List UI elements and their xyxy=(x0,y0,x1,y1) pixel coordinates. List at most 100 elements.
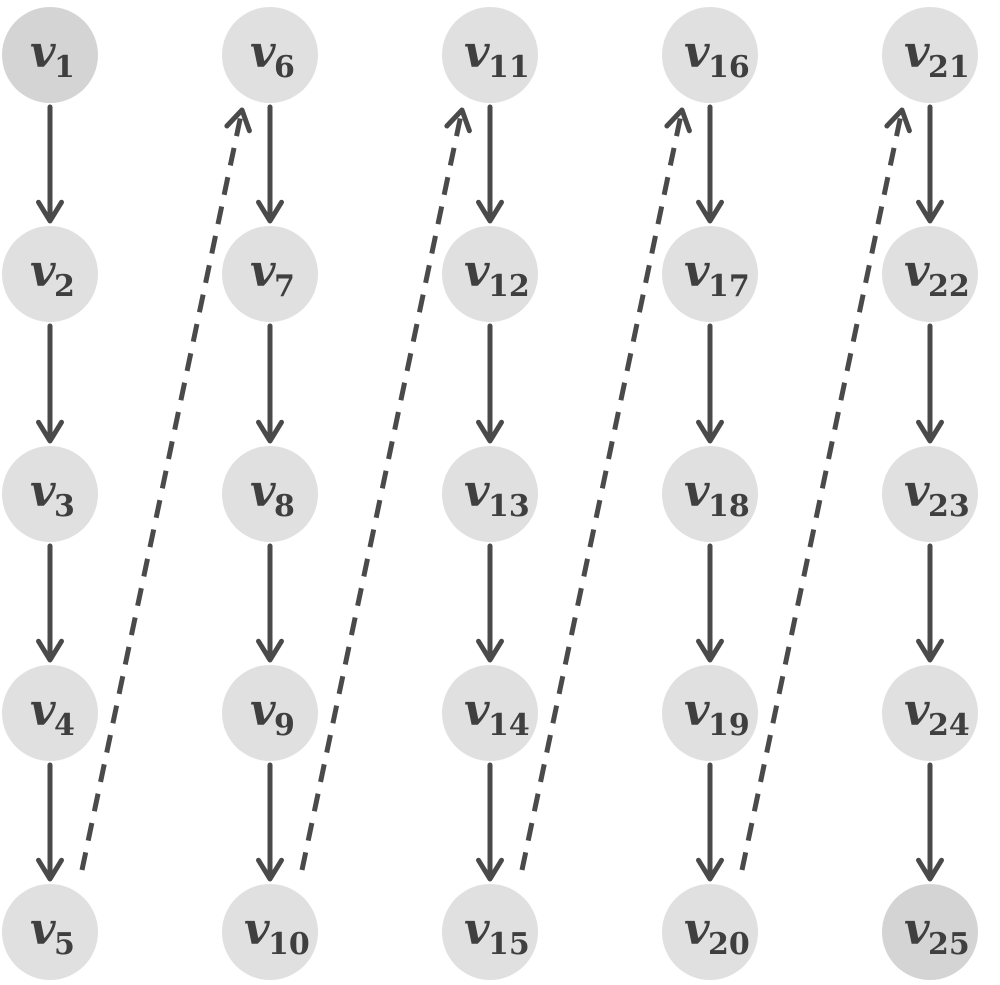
node-v24: v24 xyxy=(882,665,978,761)
node-label-subscript: 19 xyxy=(708,708,750,743)
node-circle xyxy=(882,884,978,980)
node-circle xyxy=(442,446,538,542)
edge-v5-v6-dashed xyxy=(79,107,252,871)
node-v6: v6 xyxy=(222,7,318,103)
node-label-letter: v xyxy=(904,27,930,78)
arrowhead-icon xyxy=(664,107,692,134)
edge-v18-v19 xyxy=(696,543,724,663)
arrowhead-icon xyxy=(696,857,724,882)
arrowhead-icon xyxy=(476,638,504,663)
node-v8: v8 xyxy=(222,446,318,542)
edge-v8-v9 xyxy=(256,543,284,663)
arrowhead-icon xyxy=(696,199,724,224)
node-v3: v3 xyxy=(2,446,98,542)
edge-v13-v14 xyxy=(476,543,504,663)
node-label-subscript: 9 xyxy=(274,708,295,743)
node-v17: v17 xyxy=(662,226,758,322)
node-v13: v13 xyxy=(442,446,538,542)
edge-v3-v4 xyxy=(36,543,64,663)
node-circle xyxy=(662,884,758,980)
node-label-letter: v xyxy=(244,904,270,955)
node-circle xyxy=(222,665,318,761)
node-label-subscript: 16 xyxy=(708,50,750,85)
arrowhead-icon xyxy=(36,419,64,444)
node-v11: v11 xyxy=(442,7,538,103)
node-label-letter: v xyxy=(30,685,56,736)
node-circle xyxy=(222,226,318,322)
edge-v9-v10 xyxy=(256,762,284,882)
node-label-letter: v xyxy=(30,27,56,78)
edge-v16-v17 xyxy=(696,104,724,224)
node-label-subscript: 21 xyxy=(928,50,970,85)
arrowhead-icon xyxy=(916,638,944,663)
arrowhead-icon xyxy=(256,419,284,444)
node-v2: v2 xyxy=(2,226,98,322)
node-label-letter: v xyxy=(684,685,710,736)
node-label-subscript: 15 xyxy=(488,927,530,962)
node-circle xyxy=(882,665,978,761)
node-label-subscript: 20 xyxy=(708,927,750,962)
node-label-subscript: 5 xyxy=(54,927,75,962)
node-circle xyxy=(2,7,98,103)
node-label-letter: v xyxy=(684,904,710,955)
arrowhead-icon xyxy=(916,199,944,224)
node-label-subscript: 22 xyxy=(928,269,970,304)
node-label-letter: v xyxy=(684,27,710,78)
node-label-letter: v xyxy=(464,246,490,297)
node-v20: v20 xyxy=(662,884,758,980)
arrowhead-icon xyxy=(36,638,64,663)
edge-v1-v2 xyxy=(36,104,64,224)
edge-v2-v3 xyxy=(36,323,64,444)
edge-v21-v22 xyxy=(916,104,944,224)
node-v10: v10 xyxy=(222,884,318,980)
edge-v19-v20 xyxy=(696,762,724,882)
edge-v24-v25 xyxy=(916,762,944,882)
edge-v17-v18 xyxy=(696,323,724,444)
arrowhead-icon xyxy=(256,638,284,663)
node-label-subscript: 17 xyxy=(708,269,750,304)
edge-v12-v13 xyxy=(476,323,504,444)
node-label-letter: v xyxy=(464,685,490,736)
arrowhead-icon xyxy=(916,419,944,444)
node-label-letter: v xyxy=(464,904,490,955)
arrowhead-icon xyxy=(444,107,472,134)
node-circle xyxy=(662,226,758,322)
arrowhead-icon xyxy=(476,857,504,882)
arrowhead-icon xyxy=(256,199,284,224)
node-label-letter: v xyxy=(904,466,930,517)
node-label-subscript: 7 xyxy=(274,269,295,304)
edge-v23-v24 xyxy=(916,543,944,663)
node-label-letter: v xyxy=(250,685,276,736)
node-label-letter: v xyxy=(30,904,56,955)
nodes-layer: v1v2v3v4v5v6v7v8v9v10v11v12v13v14v15v16v… xyxy=(2,7,978,980)
edge-v22-v23 xyxy=(916,323,944,444)
arrowhead-icon xyxy=(36,199,64,224)
node-circle xyxy=(222,7,318,103)
node-label-letter: v xyxy=(30,466,56,517)
arrowhead-icon xyxy=(476,419,504,444)
node-v12: v12 xyxy=(442,226,538,322)
node-v25: v25 xyxy=(882,884,978,980)
edge-v6-v7 xyxy=(256,104,284,224)
node-v18: v18 xyxy=(662,446,758,542)
node-label-subscript: 23 xyxy=(928,489,970,524)
node-circle xyxy=(882,7,978,103)
node-v21: v21 xyxy=(882,7,978,103)
node-label-subscript: 3 xyxy=(54,489,75,524)
node-label-subscript: 2 xyxy=(54,269,75,304)
node-label-subscript: 11 xyxy=(488,50,530,85)
edge-v15-v16-dashed xyxy=(519,107,692,871)
node-circle xyxy=(442,665,538,761)
node-label-letter: v xyxy=(904,246,930,297)
node-circle xyxy=(2,884,98,980)
node-circle xyxy=(2,665,98,761)
edge-v11-v12 xyxy=(476,104,504,224)
node-label-letter: v xyxy=(250,27,276,78)
arrowhead-icon xyxy=(884,107,912,134)
arrowhead-icon xyxy=(36,857,64,882)
arrowhead-icon xyxy=(476,199,504,224)
arrowhead-icon xyxy=(696,638,724,663)
node-label-letter: v xyxy=(250,246,276,297)
node-label-letter: v xyxy=(684,466,710,517)
node-v22: v22 xyxy=(882,226,978,322)
